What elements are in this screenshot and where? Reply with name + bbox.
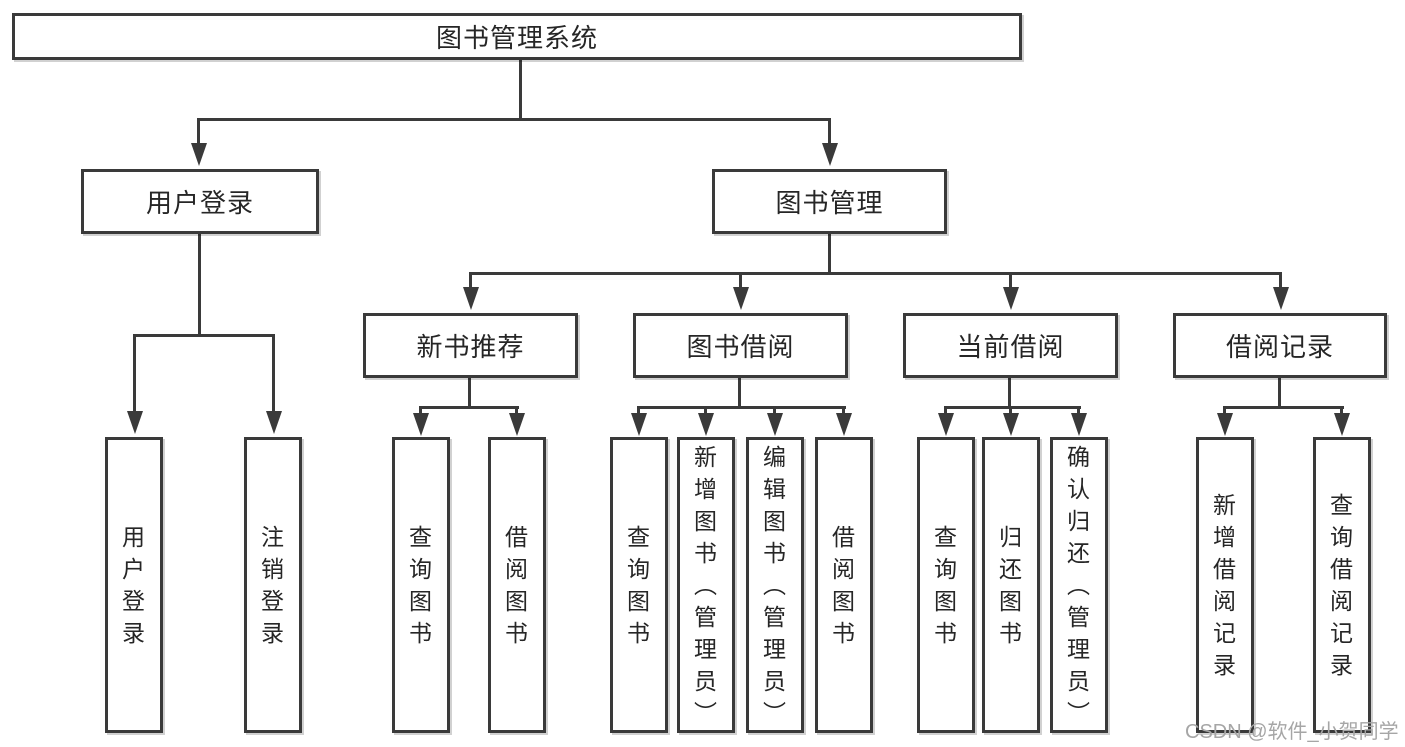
- arrow-to-borrowing-records: [1272, 272, 1289, 310]
- connector-current-stem: [1008, 378, 1011, 409]
- arrow-to-leaf-query-books-2: [630, 406, 647, 436]
- node-root-label: 图书管理系统: [435, 23, 598, 53]
- connector-borrowing-stem: [738, 378, 741, 409]
- connector-book-management-stem: [828, 234, 831, 274]
- arrow-to-leaf-borrow-books-1: [508, 406, 525, 436]
- node-book-management-label: 图书管理: [775, 188, 884, 218]
- leaf-label: 注销登录: [261, 524, 285, 646]
- leaf-borrow-books-borrowing: 借阅图书: [815, 437, 873, 733]
- arrow-to-leaf-add-record: [1216, 406, 1233, 436]
- arrow-to-leaf-add-books: [697, 406, 714, 436]
- leaf-logout: 注销登录: [244, 437, 302, 733]
- leaf-label: 确认归还︵管理员︶: [1067, 444, 1091, 726]
- arrow-to-current-borrowing: [1002, 272, 1019, 310]
- connector-user-login-stem: [198, 234, 201, 336]
- node-root: 图书管理系统: [12, 13, 1022, 60]
- leaf-query-borrow-record: 查询借阅记录: [1313, 437, 1371, 733]
- connector-recommend-stem: [468, 378, 471, 409]
- connector-current-branch: [944, 406, 1081, 409]
- connector-book-management-branch: [469, 272, 1282, 275]
- connector-user-login-branch: [133, 334, 275, 337]
- leaf-label: 查询图书: [934, 524, 958, 646]
- connector-root-branch: [197, 118, 831, 121]
- leaf-label: 用户登录: [122, 524, 146, 646]
- leaf-label: 借阅图书: [505, 524, 529, 646]
- arrow-to-book-borrowing: [732, 272, 749, 310]
- arrow-to-leaf-query-books-3: [937, 406, 954, 436]
- arrow-to-leaf-logout: [265, 334, 282, 434]
- arrow-to-user-login: [190, 118, 207, 166]
- connector-borrowing-branch: [637, 406, 846, 409]
- node-book-borrowing-label: 图书借阅: [686, 332, 795, 362]
- leaf-add-books-admin: 新增图书︵管理员︶: [677, 437, 735, 733]
- arrow-to-leaf-user-login: [126, 334, 143, 434]
- node-new-book-recommend-label: 新书推荐: [416, 332, 525, 362]
- arrow-to-leaf-edit-books: [766, 406, 783, 436]
- node-book-borrowing: 图书借阅: [633, 313, 848, 378]
- leaf-confirm-return-admin: 确认归还︵管理员︶: [1050, 437, 1108, 733]
- arrow-to-leaf-borrow-books-2: [835, 406, 852, 436]
- leaf-return-books: 归还图书: [982, 437, 1040, 733]
- node-current-borrowing: 当前借阅: [903, 313, 1118, 378]
- leaf-label: 归还图书: [999, 524, 1023, 646]
- arrow-to-book-management: [821, 118, 838, 166]
- arrow-to-leaf-query-record: [1333, 406, 1350, 436]
- leaf-label: 查询借阅记录: [1330, 492, 1354, 678]
- leaf-label: 新增借阅记录: [1213, 492, 1237, 678]
- csdn-watermark: CSDN @软件_小贺同学: [1185, 721, 1399, 743]
- arrow-to-leaf-return-books: [1002, 406, 1019, 436]
- leaf-edit-books-admin: 编辑图书︵管理员︶: [746, 437, 804, 733]
- arrow-to-leaf-confirm-return: [1070, 406, 1087, 436]
- node-user-login: 用户登录: [81, 169, 319, 234]
- leaf-query-books-borrowing: 查询图书: [610, 437, 668, 733]
- connector-records-stem: [1278, 378, 1281, 409]
- leaf-query-books-current: 查询图书: [917, 437, 975, 733]
- connector-recommend-branch: [419, 406, 519, 409]
- leaf-borrow-books-recommend: 借阅图书: [488, 437, 546, 733]
- leaf-add-borrow-record: 新增借阅记录: [1196, 437, 1254, 733]
- arrow-to-new-book-recommend: [462, 272, 479, 310]
- leaf-query-books-recommend: 查询图书: [392, 437, 450, 733]
- leaf-label: 借阅图书: [832, 524, 856, 646]
- node-book-management: 图书管理: [712, 169, 947, 234]
- connector-records-branch: [1223, 406, 1344, 409]
- leaf-user-login: 用户登录: [105, 437, 163, 733]
- connector-root-stem: [519, 59, 522, 119]
- leaf-label: 新增图书︵管理员︶: [694, 444, 718, 726]
- leaf-label: 查询图书: [627, 524, 651, 646]
- leaf-label: 编辑图书︵管理员︶: [763, 444, 787, 726]
- leaf-label: 查询图书: [409, 524, 433, 646]
- node-user-login-label: 用户登录: [145, 188, 254, 218]
- node-current-borrowing-label: 当前借阅: [956, 332, 1065, 362]
- node-new-book-recommend: 新书推荐: [363, 313, 578, 378]
- arrow-to-leaf-query-books-1: [412, 406, 429, 436]
- node-borrowing-records: 借阅记录: [1173, 313, 1387, 378]
- node-borrowing-records-label: 借阅记录: [1225, 332, 1334, 362]
